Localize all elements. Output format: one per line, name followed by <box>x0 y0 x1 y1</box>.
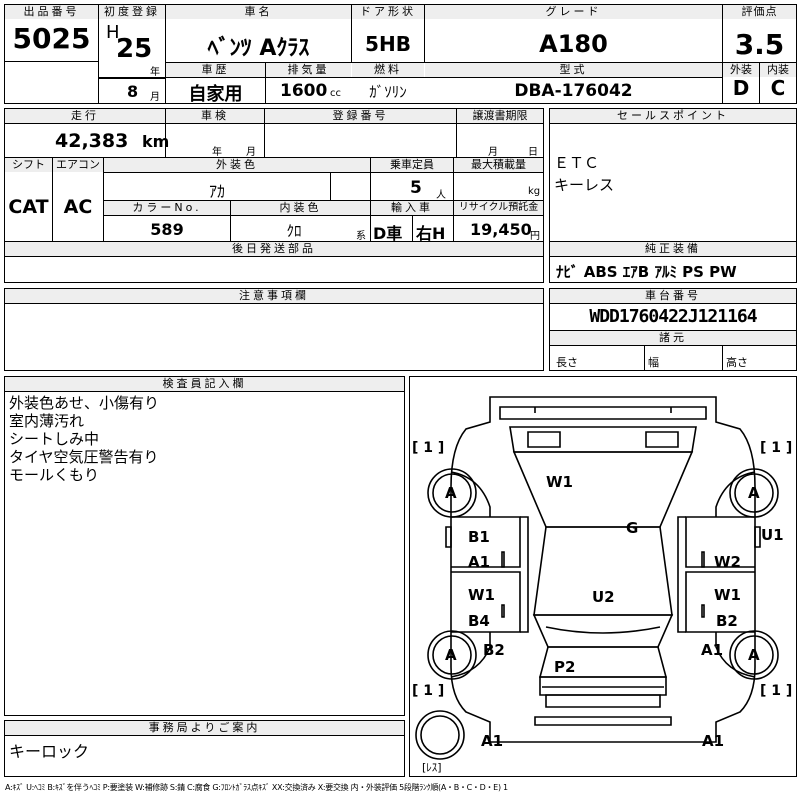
displacement: 1600 <box>280 81 328 101</box>
capacity: 5 <box>410 178 422 198</box>
lot-label: 出品番号 <box>5 5 98 19</box>
air-conditioner: AC <box>63 196 93 218</box>
mark-tire-rear-right: A <box>748 646 760 664</box>
interior-rank: C <box>770 76 786 100</box>
inspector-note-1: 外装色あせ、小傷有り <box>9 394 160 412</box>
shift: CAT <box>8 196 49 218</box>
score-label: 評価点 <box>723 5 796 19</box>
mark-front-left-door-b1: B1 <box>468 528 490 546</box>
mark-roof-u2: U2 <box>592 588 615 606</box>
inspector-note-3: シートしみ中 <box>9 430 100 448</box>
equipment-list: ﾅﾋﾞ ABS ｴｱB ｱﾙﾐ PS PW <box>556 263 737 281</box>
car-outline-icon <box>415 396 779 760</box>
mark-rear-right-door-w1: W1 <box>714 586 741 604</box>
history: 自家用 <box>188 84 243 105</box>
tread-front-left: [ 1 ] <box>412 440 445 456</box>
mark-rear-bumper-left-a1: A1 <box>481 732 504 750</box>
handle-side: 右H <box>416 224 446 243</box>
chassis-number: WDD1760422J121164 <box>589 306 757 327</box>
damage-diagram: W1 G B1 A1 W2 U1 W1 W1 B4 B2 U2 B2 A1 P2… <box>409 376 797 777</box>
mark-rear-left-door-w1: W1 <box>468 586 495 604</box>
mark-rear-left-fender-b2: B2 <box>483 641 505 659</box>
mark-rear-right-door-b2: B2 <box>716 612 738 630</box>
tread-rear-left: [ 1 ] <box>412 683 445 699</box>
car-name-label: 車名 <box>166 5 351 19</box>
model-code: DBA-176042 <box>514 81 633 101</box>
damage-code-legend: A:ｷｽﾞ U:ﾍｺﾐ B:ｷｽﾞを伴うﾍｺﾐ P:要塗装 W:補修跡 S:錆 … <box>5 783 508 792</box>
mark-front-right-door-w2: W2 <box>714 553 741 571</box>
header-block <box>4 4 797 104</box>
sales-point-2: キーレス <box>554 176 615 194</box>
mileage: 42,383 <box>55 130 129 152</box>
inspector-note-4: タイヤ空気圧警告有り <box>9 448 159 466</box>
mark-hood-w1: W1 <box>546 473 573 491</box>
inspector-block <box>4 376 405 716</box>
inspector-note-2: 室内薄汚れ <box>9 412 85 430</box>
fuel: ｶﾞｿﾘﾝ <box>369 83 407 101</box>
office-message: キーロック <box>9 742 90 761</box>
mark-trunk-p2: P2 <box>554 658 576 676</box>
grade: A180 <box>539 30 608 58</box>
exterior-color: ｱｶ <box>208 182 225 201</box>
import-type: D車 <box>373 224 403 243</box>
exterior-rank: D <box>732 76 750 100</box>
reg-month: 8 <box>127 82 139 101</box>
recycle-fee: 19,450 <box>470 220 532 239</box>
mark-tire-front-left: A <box>445 484 457 502</box>
mark-front-left-door-a1: A1 <box>468 553 491 571</box>
mark-rear-bumper-right-a1: A1 <box>702 732 725 750</box>
door-type: 5HB <box>365 32 411 56</box>
reg-year: 25 <box>116 34 153 64</box>
sales-point-1: ＥＴＣ <box>554 154 600 172</box>
car-name: ﾍﾞﾝﾂ Aｸﾗｽ <box>207 36 310 61</box>
lot-number: 5025 <box>12 22 91 55</box>
tread-rear-right: [ 1 ] <box>760 683 793 699</box>
mark-rear-right-fender-a1: A1 <box>701 641 724 659</box>
mark-right-mirror-u1: U1 <box>761 526 784 544</box>
tread-front-right: [ 1 ] <box>760 440 793 456</box>
mark-tire-front-right: A <box>748 484 760 502</box>
inspector-note-5: モールくもり <box>9 466 100 484</box>
interior-color: ｸﾛ <box>286 222 302 240</box>
mark-tire-rear-left: A <box>445 646 457 664</box>
score: 3.5 <box>734 28 785 61</box>
first-reg-label: 初度登録 <box>99 5 165 19</box>
door-label: ドア形状 <box>352 5 424 19</box>
color-number: 589 <box>150 220 184 239</box>
era: H <box>106 22 120 43</box>
mark-roof-g: G <box>626 519 639 537</box>
mark-rear-left-door-b4: B4 <box>468 612 490 630</box>
spare-tire-label: [ﾚｽ] <box>422 761 442 774</box>
grade-label: グレード <box>425 5 722 19</box>
